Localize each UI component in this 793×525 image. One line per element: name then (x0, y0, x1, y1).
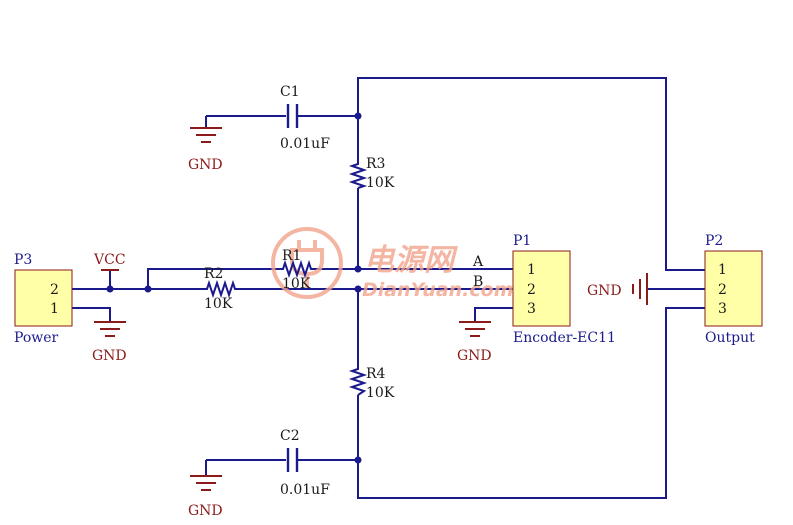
gnd-p3-label: GND (92, 348, 127, 364)
net-a-label: A (472, 254, 484, 270)
connector-p1 (512, 250, 571, 327)
p1-name: Encoder-EC11 (513, 330, 616, 346)
c2-value: 0.01uF (280, 482, 330, 498)
p2-pin-1: 1 (718, 262, 727, 278)
p2-ref: P2 (705, 233, 723, 249)
r1-value: 10K (282, 276, 311, 292)
junction-dot (354, 285, 362, 293)
p2-pin-3: 3 (718, 301, 727, 317)
connector-p3 (14, 269, 73, 327)
p1-ref: P1 (513, 233, 531, 249)
resistor-r2 (203, 279, 239, 299)
resistor-r4 (348, 365, 368, 396)
p3-pin-1: 1 (50, 301, 59, 317)
junction-dot (106, 285, 114, 293)
p3-ref: P3 (14, 252, 32, 268)
watermark-logo (271, 227, 343, 299)
p1-pin-2: 2 (527, 282, 536, 298)
capacitor-c1 (286, 104, 299, 128)
gnd-c2-label: GND (188, 503, 223, 519)
junctions (106, 112, 362, 464)
resistors (203, 160, 368, 396)
r3-ref: R3 (366, 156, 385, 172)
p1-pin-3: 3 (527, 301, 536, 317)
gnd-p2-icon (632, 273, 648, 305)
r1-ref: R1 (282, 248, 301, 264)
watermark-en: DianYuan.com (362, 279, 514, 301)
wire-r1-left (147, 268, 279, 289)
gnd-p3-icon (94, 321, 126, 337)
watermark-cn: 电源网 (364, 243, 458, 278)
capacitor-c2 (286, 448, 299, 472)
gnd-p2-label: GND (587, 283, 622, 299)
gnd-p1-label: GND (457, 348, 492, 364)
r2-ref: R2 (204, 266, 223, 282)
gnd-p1-icon (459, 321, 491, 337)
resistor-r1 (279, 259, 315, 279)
wire-p3-gnd (72, 307, 111, 322)
junction-dot (354, 112, 362, 120)
c2-ref: C2 (280, 428, 300, 444)
junction-dot (354, 265, 362, 273)
gnd-c1-label: GND (188, 157, 223, 173)
p3-name: Power (14, 330, 59, 346)
watermark: 电源网 DianYuan.com (271, 227, 514, 301)
net-b-label: B (473, 274, 483, 290)
plug-icon (290, 240, 324, 288)
wires (72, 77, 705, 499)
gnd-symbols (94, 127, 648, 491)
c1-ref: C1 (280, 84, 300, 100)
wire-p1-gnd (474, 307, 513, 322)
r4-ref: R4 (366, 366, 386, 382)
p3-pin-2: 2 (50, 282, 59, 298)
r4-value: 10K (366, 385, 395, 401)
r2-value: 10K (204, 296, 233, 312)
p2-pin-2: 2 (718, 282, 727, 298)
connector-p2 (704, 250, 763, 327)
r3-value: 10K (366, 175, 395, 191)
vcc-label: VCC (93, 252, 126, 268)
junction-dot (144, 285, 152, 293)
gnd-c2-icon (190, 475, 222, 491)
junction-dot (354, 456, 362, 464)
c1-value: 0.01uF (280, 136, 330, 152)
wire-top-rail (357, 77, 705, 271)
p2-name: Output (705, 330, 755, 346)
gnd-c1-icon (190, 127, 222, 143)
p1-pin-1: 1 (527, 262, 536, 278)
resistor-r3 (348, 160, 368, 189)
wire-bottom-rail (357, 307, 705, 499)
